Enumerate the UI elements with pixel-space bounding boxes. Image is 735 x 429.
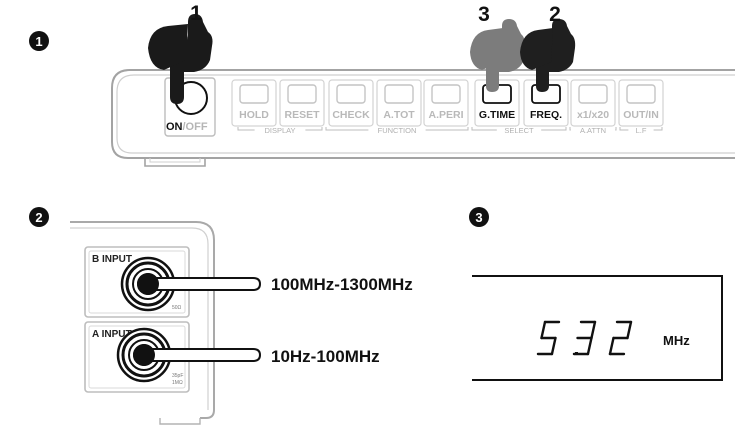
pointing-hand-icon-freq: 2: [520, 3, 576, 92]
a-spec-capacitance: 35pF: [172, 373, 183, 379]
svg-text:1: 1: [35, 34, 42, 49]
button-groups: DISPLAY FUNCTION SELECT A.ATTN L.F: [237, 126, 663, 135]
group-label-l-f: L.F: [619, 126, 663, 135]
button-reset[interactable]: RESET: [279, 79, 325, 127]
finger-number-1: 1: [190, 2, 202, 25]
svg-text:SELECT: SELECT: [504, 126, 534, 135]
button-g-time[interactable]: G.TIME: [474, 79, 520, 127]
button-check[interactable]: CHECK: [328, 79, 374, 127]
button-label: RESET: [284, 109, 320, 121]
lcd-display: MHz: [472, 275, 723, 381]
step-badge-2: 2: [29, 207, 49, 227]
function-buttons: HOLD RESET CHECK A.TOT A.PERI G.TIME FREQ. x1/x…: [231, 79, 664, 127]
display-unit: MHz: [663, 333, 690, 348]
a-range-label: 10Hz-100MHz: [271, 347, 380, 366]
button-label: CHECK: [332, 109, 370, 121]
button-label: A.TOT: [383, 109, 415, 121]
display-digit: [572, 320, 597, 356]
b-impedance-label: 50Ω: [172, 305, 182, 311]
finger-number-3: 3: [478, 3, 490, 26]
button-label: G.TIME: [479, 109, 515, 121]
group-label-select: SELECT: [471, 126, 567, 135]
b-callout-leader: [150, 277, 262, 291]
group-label-a-attn: A.ATTN: [569, 126, 617, 135]
finger-number-2: 2: [549, 3, 561, 26]
step-badge-3: 3: [469, 207, 489, 227]
b-input-label: B INPUT: [92, 254, 132, 265]
button-label: HOLD: [239, 109, 269, 121]
group-label-function: FUNCTION: [325, 126, 469, 135]
button-label: x1/x20: [577, 109, 609, 121]
display-reading: [536, 320, 633, 356]
svg-text:A.ATTN: A.ATTN: [580, 126, 606, 135]
front-panel: ON/OFF HOLD RESET CHECK A.TOT A.PERI G.TIME FR…: [111, 2, 735, 167]
a-spec-resistance: 1MΩ: [172, 380, 183, 386]
svg-text:2: 2: [35, 210, 42, 225]
b-range-label: 100MHz-1300MHz: [271, 275, 413, 294]
display-digit: [536, 320, 561, 356]
a-callout-leader: [146, 348, 262, 362]
power-button-recess: [164, 77, 216, 137]
power-label: ON/OFF: [166, 121, 208, 133]
display-digit: [608, 320, 633, 356]
svg-text:DISPLAY: DISPLAY: [264, 126, 295, 135]
svg-text:FUNCTION: FUNCTION: [378, 126, 417, 135]
input-panel: B INPUT 50Ω A INPUT 35pF 1MΩ 100MHz-1300…: [70, 221, 413, 425]
button-label: A.PERI: [428, 109, 463, 121]
svg-text:L.F: L.F: [636, 126, 647, 135]
pointing-hand-icon-gtime: 3: [470, 3, 526, 92]
button-label: FREQ.: [530, 109, 562, 121]
pointing-hand-icon: 1: [148, 2, 213, 104]
step-badge-1: 1: [29, 31, 49, 51]
button-label: OUT/IN: [623, 109, 659, 121]
a-input-label: A INPUT: [92, 329, 132, 340]
svg-text:3: 3: [475, 210, 482, 225]
button-hold[interactable]: HOLD: [231, 79, 277, 127]
button-a-tot[interactable]: A.TOT: [376, 79, 422, 127]
button-x1-x20[interactable]: x1/x20: [570, 79, 616, 127]
group-label-display: DISPLAY: [237, 126, 323, 135]
button-out-in[interactable]: OUT/IN: [618, 79, 664, 127]
button-a-peri[interactable]: A.PERI: [423, 79, 469, 127]
